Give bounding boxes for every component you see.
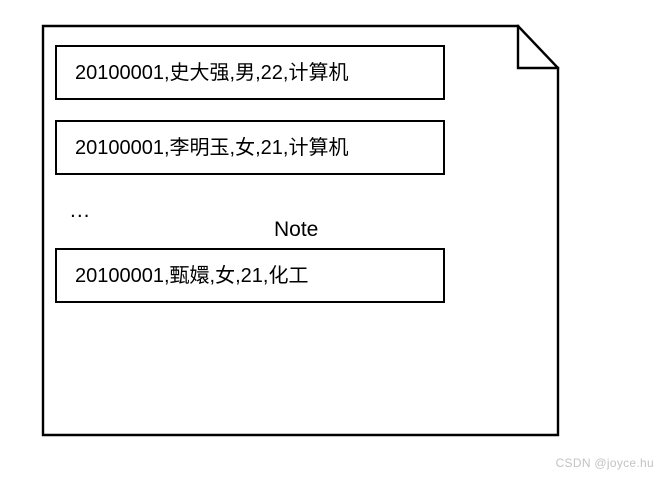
- record-box: 20100001,甄嬛,女,21,化工: [55, 248, 445, 303]
- record-text: 20100001,史大强,男,22,计算机: [75, 61, 349, 84]
- watermark-label: CSDN @joyce.hu: [555, 456, 654, 470]
- ellipsis-label: ...: [70, 199, 91, 222]
- record-text: 20100001,李明玉,女,21,计算机: [75, 136, 349, 159]
- record-box: 20100001,史大强,男,22,计算机: [55, 45, 445, 100]
- record-box: 20100001,李明玉,女,21,计算机: [55, 120, 445, 175]
- note-caption-label: Note: [274, 218, 319, 241]
- record-text: 20100001,甄嬛,女,21,化工: [75, 264, 309, 287]
- note-fold-path: [516, 24, 560, 70]
